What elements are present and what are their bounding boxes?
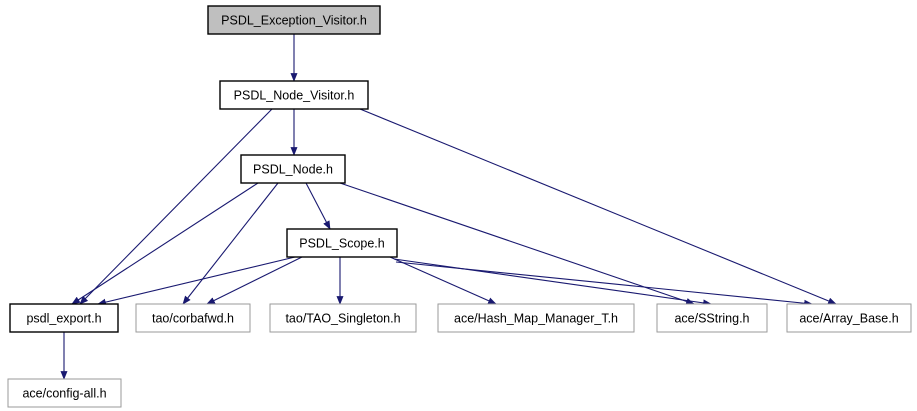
edge-psdl_node_visitor-to-psdl_export — [79, 108, 273, 305]
edge-psdl_node-to-tao_corbafwd — [182, 182, 279, 305]
edge-psdl_scope-to-ace_hash_map — [389, 256, 497, 305]
node-psdl_exception_visitor[interactable]: PSDL_Exception_Visitor.h — [207, 5, 381, 35]
edge-psdl_scope-to-psdl_export — [97, 256, 296, 306]
node-box-tao_singleton[interactable] — [269, 303, 417, 333]
node-ace_config_all[interactable]: ace/config-all.h — [7, 378, 122, 408]
edge-psdl_node-to-psdl_scope — [305, 182, 331, 230]
node-box-ace_array_base[interactable] — [786, 303, 912, 333]
node-box-ace_config_all[interactable] — [7, 378, 122, 408]
edge-psdl_scope-to-tao_corbafwd — [206, 256, 303, 305]
node-tao_corbafwd[interactable]: tao/corbafwd.h — [135, 303, 251, 333]
node-box-psdl_export[interactable] — [9, 303, 119, 333]
node-tao_singleton[interactable]: tao/TAO_Singleton.h — [269, 303, 417, 333]
node-box-ace_sstring[interactable] — [656, 303, 768, 333]
node-box-psdl_node[interactable] — [240, 154, 346, 184]
edges-layer — [60, 34, 837, 380]
node-box-psdl_node_visitor[interactable] — [219, 80, 369, 110]
edge-psdl_node_visitor-to-ace_array_base — [359, 108, 837, 305]
node-ace_sstring[interactable]: ace/SString.h — [656, 303, 768, 333]
node-box-ace_hash_map[interactable] — [437, 303, 635, 333]
node-ace_hash_map[interactable]: ace/Hash_Map_Manager_T.h — [437, 303, 635, 333]
node-psdl_scope[interactable]: PSDL_Scope.h — [286, 228, 398, 258]
edge-psdl_scope-to-ace_sstring — [393, 258, 712, 307]
node-box-psdl_exception_visitor[interactable] — [207, 5, 381, 35]
edge-psdl_node-to-psdl_export — [71, 182, 259, 305]
nodes-layer: PSDL_Exception_Visitor.hPSDL_Node_Visito… — [7, 5, 912, 408]
node-psdl_node_visitor[interactable]: PSDL_Node_Visitor.h — [219, 80, 369, 110]
edge-psdl_node-to-ace_sstring — [339, 182, 695, 305]
node-box-tao_corbafwd[interactable] — [135, 303, 251, 333]
edge-psdl_scope-to-ace_array_base — [395, 261, 813, 307]
node-psdl_export[interactable]: psdl_export.h — [9, 303, 119, 333]
node-psdl_node[interactable]: PSDL_Node.h — [240, 154, 346, 184]
node-box-psdl_scope[interactable] — [286, 228, 398, 258]
node-ace_array_base[interactable]: ace/Array_Base.h — [786, 303, 912, 333]
